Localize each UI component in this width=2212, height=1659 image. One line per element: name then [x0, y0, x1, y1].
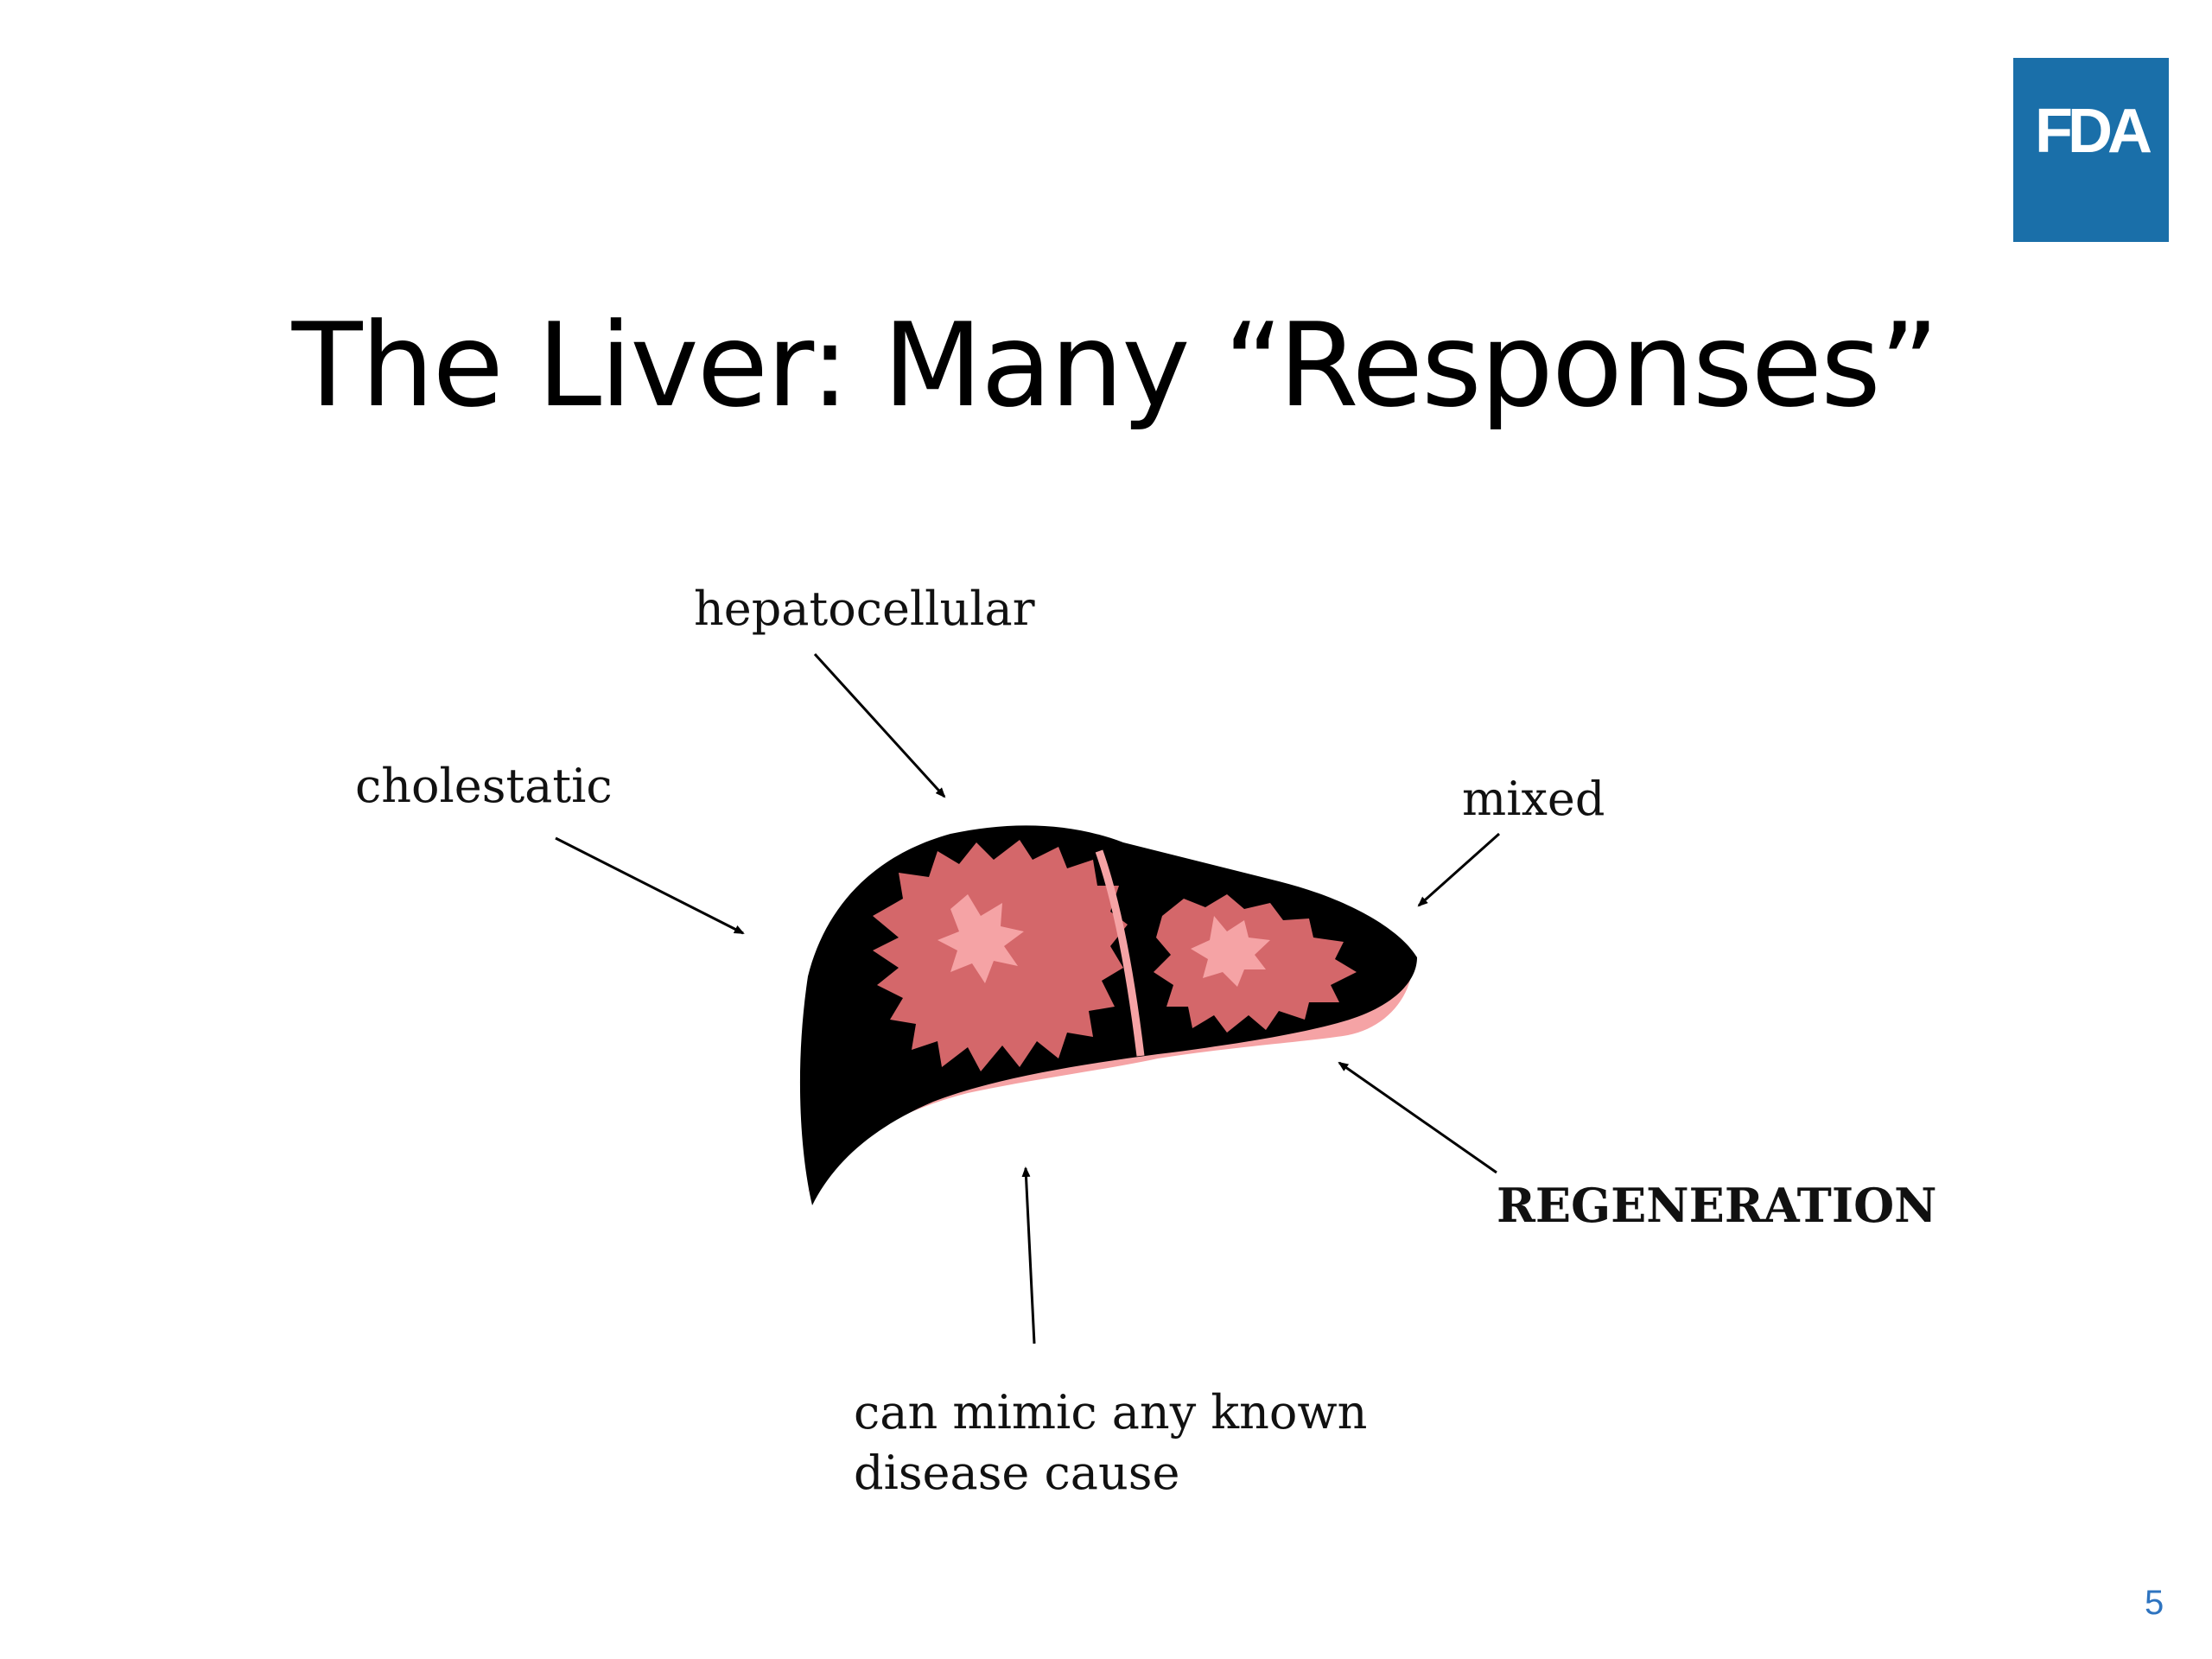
arrow-hepatocellular — [815, 654, 944, 797]
label-hepatocellular: hepatocellular — [694, 582, 1035, 636]
label-cholestatic: cholestatic — [355, 759, 613, 813]
arrow-mimic — [1026, 1168, 1034, 1344]
label-mixed: mixed — [1462, 772, 1605, 826]
arrow-regeneration — [1339, 1063, 1497, 1173]
liver-illustration — [800, 825, 1417, 1205]
label-regeneration: REGENERATION — [1497, 1178, 1937, 1233]
label-mimic-line1: can mimic any known — [854, 1382, 1367, 1443]
page-number: 5 — [2145, 1584, 2164, 1623]
label-mimic-line2: disease cause — [854, 1443, 1367, 1503]
arrow-cholestatic — [556, 838, 743, 933]
arrow-mixed — [1419, 834, 1499, 906]
label-mimic-disease: can mimic any known disease cause — [854, 1382, 1367, 1503]
